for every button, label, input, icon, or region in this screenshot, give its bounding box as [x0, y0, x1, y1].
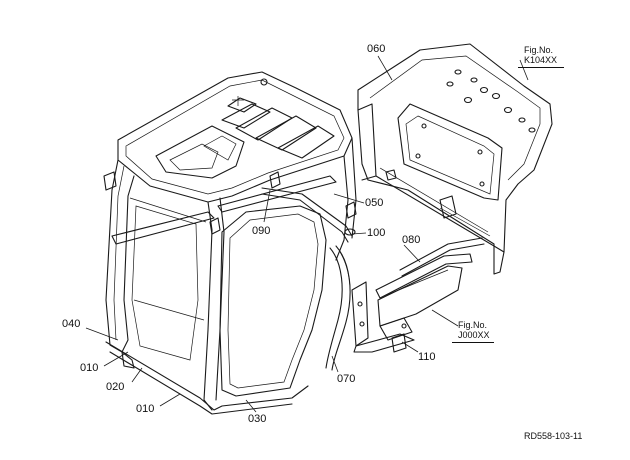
- fig-ref-underline: [518, 67, 564, 68]
- callout-010-lower: 010: [136, 403, 155, 415]
- cab-frame: [103, 71, 357, 415]
- rear-panel-part-060: [357, 43, 553, 275]
- fig-ref-label: Fig.No.: [458, 320, 488, 330]
- callout-010-upper: 010: [80, 362, 99, 374]
- fig-ref-number: K104XX: [524, 55, 558, 65]
- callout-040: 040: [62, 318, 81, 330]
- fig-ref-j000xx: Fig.No. J000XX: [458, 320, 490, 340]
- bracket-part-110: [351, 281, 415, 353]
- fig-ref-label: Fig.No.: [524, 45, 554, 55]
- fig-ref-number: J000XX: [458, 330, 490, 340]
- callout-060: 060: [367, 43, 386, 55]
- fig-ref-k104xx: Fig.No. K104XX: [524, 45, 557, 65]
- callout-110: 110: [418, 351, 436, 363]
- callout-020: 020: [106, 381, 125, 393]
- callout-030: 030: [248, 413, 267, 425]
- callout-080: 080: [402, 234, 421, 246]
- fig-ref-underline: [452, 342, 494, 343]
- callout-100: 100: [367, 227, 386, 239]
- leader-lines: [85, 55, 529, 413]
- weatherstrip-part-070: [325, 245, 351, 371]
- callout-090: 090: [252, 225, 271, 237]
- callout-070: 070: [337, 373, 356, 385]
- side-bracket-part-080: [375, 237, 485, 327]
- drawing-code: RD558-103-11: [524, 431, 583, 441]
- callout-050: 050: [365, 197, 384, 209]
